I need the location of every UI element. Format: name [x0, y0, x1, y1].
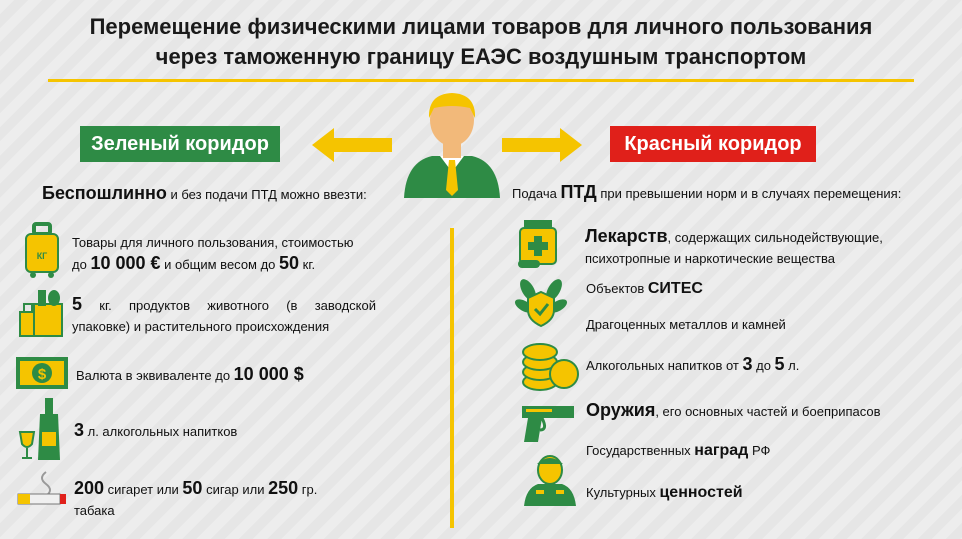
- title-line-2: через таможенную границу ЕАЭС воздушным …: [155, 44, 807, 69]
- cites-bold: СИТЕС: [647, 280, 703, 297]
- awards-t2: РФ: [748, 443, 771, 458]
- tobacco-t2: сигар или: [202, 482, 269, 497]
- title-line-1: Перемещение физическими лицами товаров д…: [89, 14, 873, 39]
- cigarette-icon: [17, 471, 66, 505]
- tobacco-weight: 250: [268, 478, 299, 498]
- officer-award-icon: [524, 455, 576, 506]
- food-line-1: 5 кг. продуктов животного (в заводской: [72, 294, 376, 316]
- food-line-2: упаковке) и растительного происхождения: [72, 319, 330, 334]
- red-item-weapon: Оружия, его основных частей и боеприпасо…: [586, 400, 946, 422]
- currency-value: 10 000 $: [233, 364, 304, 384]
- weapon-t1: , его основных частей и боеприпасов: [655, 404, 881, 419]
- cites-t1: Объектов: [586, 281, 648, 296]
- red-lead-rest: при превышении норм и в случаях перемеще…: [596, 186, 902, 201]
- currency-text: Валюта в эквиваленте до: [76, 368, 234, 383]
- red-item-awards: Государственных наград РФ: [586, 440, 886, 461]
- goods-mid: и общим весом до: [160, 257, 280, 272]
- tobacco-t3: гр.: [298, 482, 318, 497]
- cigarettes-count: 200: [74, 478, 105, 498]
- goods-weight: 50: [279, 253, 300, 273]
- wine-bottle-icon: [18, 398, 60, 460]
- center-divider: [450, 228, 454, 528]
- luggage-icon: КГ: [25, 222, 59, 278]
- red-item-alcohol: Алкогольных напитков от 3 до 5 л.: [586, 354, 886, 376]
- red-alcohol-max: 5: [774, 354, 785, 374]
- food-weight: 5: [72, 294, 83, 314]
- goods-value: 10 000 €: [90, 253, 161, 273]
- red-item-medicine: Лекарств, содержащих сильнодействующие, …: [585, 226, 945, 269]
- red-lead-text: Подача ПТД при превышении норм и в случа…: [512, 182, 952, 204]
- cites-leaf-shield-icon: [514, 279, 568, 328]
- green-item-food: 5 кг. продуктов животного (в заводской: [72, 294, 376, 316]
- goods-line-2: до 10 000 € и общим весом до 50 кг.: [72, 253, 392, 275]
- grocery-bag-icon: [19, 290, 63, 337]
- tobacco-t1: сигарет или: [104, 482, 183, 497]
- medicine-line-2: психотропные и наркотические вещества: [585, 251, 835, 266]
- page-title: Перемещение физическими лицами товаров д…: [0, 12, 962, 72]
- arrow-right-icon: [502, 128, 582, 162]
- gold-coins-icon: [522, 343, 579, 391]
- awards-t1: Государственных: [586, 443, 695, 458]
- weapon-bold: Оружия: [586, 400, 656, 420]
- pistol-icon: [522, 406, 574, 442]
- customs-officer-icon: [404, 93, 500, 198]
- banknote-symbol: $: [38, 366, 47, 383]
- medicine-line-1: Лекарств, содержащих сильнодействующие,: [585, 226, 945, 248]
- cigars-count: 50: [182, 478, 203, 498]
- red-corridor-label: Красный коридор: [610, 126, 816, 162]
- red-alcohol-t2: до: [752, 358, 775, 373]
- medicine-bold: Лекарств: [585, 226, 668, 246]
- green-corridor-label: Зеленый коридор: [80, 126, 280, 162]
- title-underline: [48, 79, 914, 82]
- red-alcohol-min: 3: [742, 354, 753, 374]
- green-item-goods: Товары для личного пользования, стоимост…: [72, 232, 392, 275]
- green-lead-text: Беспошлинно и без подачи ПТД можно ввезт…: [42, 183, 442, 205]
- alcohol-text: л. алкогольных напитков: [84, 424, 238, 439]
- food-text: кг. продуктов животного (в заводской: [82, 298, 376, 313]
- medicine-t1: , содержащих сильнодействующие,: [667, 230, 883, 245]
- red-lead-pre: Подача: [512, 186, 561, 201]
- goods-line-1: Товары для личного пользования, стоимост…: [72, 235, 354, 250]
- green-item-alcohol: 3 л. алкогольных напитков: [74, 420, 374, 442]
- banknote-icon: $: [16, 357, 68, 389]
- red-item-precious: Драгоценных металлов и камней: [586, 317, 786, 332]
- red-lead-bold: ПТД: [560, 182, 597, 202]
- goods-post: кг.: [299, 257, 316, 272]
- alcohol-volume: 3: [74, 420, 85, 440]
- green-lead-rest: и без подачи ПТД можно ввезти:: [166, 187, 367, 202]
- tobacco-line-1: 200 сигарет или 50 сигар или 250 гр.: [74, 478, 374, 500]
- green-item-currency: Валюта в эквиваленте до 10 000 $: [76, 364, 396, 386]
- goods-pre: до: [72, 257, 91, 272]
- medicine-jar-icon: [518, 220, 557, 268]
- red-alcohol-t3: л.: [784, 358, 800, 373]
- red-item-cites: Объектов СИТЕС: [586, 278, 886, 299]
- awards-bold: наград: [694, 442, 749, 459]
- green-lead-bold: Беспошлинно: [42, 183, 167, 203]
- culture-t1: Культурных: [586, 485, 660, 500]
- red-alcohol-t1: Алкогольных напитков от: [586, 358, 743, 373]
- culture-bold: ценностей: [659, 484, 743, 501]
- tobacco-line-2: табака: [74, 503, 115, 518]
- red-item-culture: Культурных ценностей: [586, 482, 886, 503]
- luggage-kg-label: КГ: [37, 251, 48, 261]
- green-item-tobacco: 200 сигарет или 50 сигар или 250 гр. таб…: [74, 478, 374, 521]
- arrow-left-icon: [312, 128, 392, 162]
